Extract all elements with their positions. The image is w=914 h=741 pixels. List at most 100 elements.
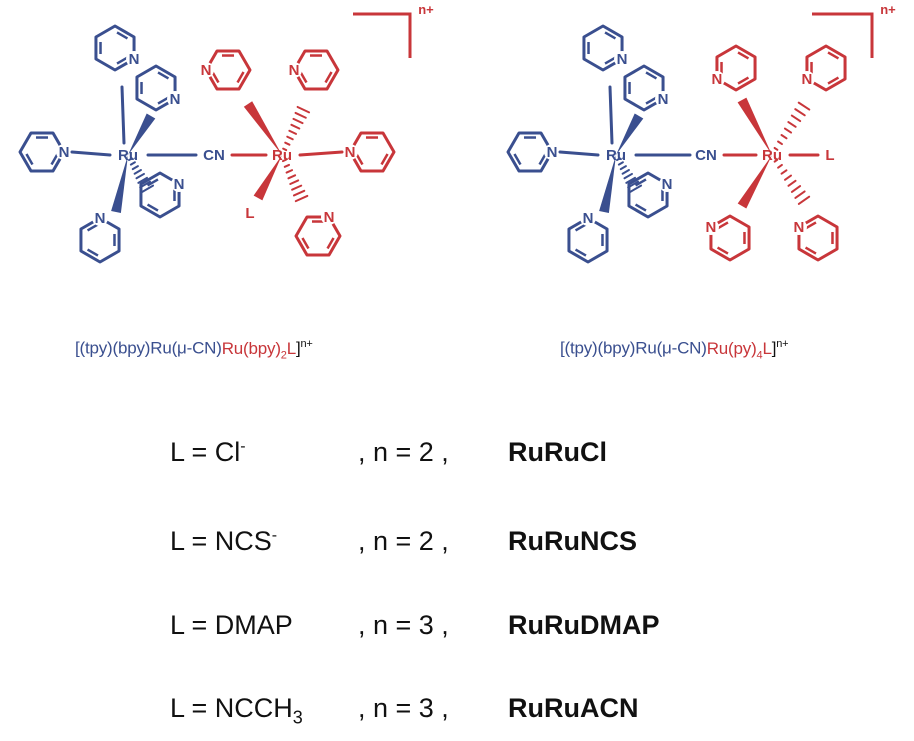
pyridine-ring: N [18, 131, 72, 173]
caption-bracket: ] [771, 338, 777, 358]
hash-line [619, 165, 627, 171]
nitrogen-mask [321, 208, 337, 225]
hash-line [616, 157, 621, 162]
nitrogen-mask [659, 176, 676, 192]
double-bond [645, 71, 658, 80]
hash-line [790, 185, 802, 193]
double-bond [146, 178, 159, 187]
charge-definition: , n = 3 , [358, 610, 449, 640]
ligand-l-label: L [825, 147, 834, 164]
charge-definition: , n = 2 , [358, 526, 449, 556]
double-bond [827, 76, 840, 85]
nitrogen-mask [614, 51, 631, 67]
double-bond [236, 71, 245, 84]
hash-line [773, 146, 779, 151]
nitrogen-label: N [712, 71, 723, 88]
pyridine-ring: N [702, 214, 751, 262]
hash-line [777, 163, 783, 169]
wedge-bond [111, 155, 128, 214]
ligand-definition: L = NCCH3 [170, 693, 303, 728]
hash-line [790, 114, 802, 123]
pyridine-ring: N [623, 64, 672, 112]
hash-line [289, 179, 300, 185]
n-ru-bond [70, 150, 112, 157]
nitrogen-label: N [289, 62, 300, 79]
wedge-bond [128, 113, 156, 155]
caption-blue-part: [(tpy)(bpy)Ru(μ-CN) [75, 338, 222, 358]
hashed-bond [616, 157, 643, 193]
hash-line [292, 117, 304, 125]
double-bond [634, 203, 647, 212]
nitrogen-label: N [706, 219, 717, 236]
ring-outline [506, 131, 554, 173]
nitrogen-label: N [324, 209, 335, 226]
nitrogen-mask [708, 71, 725, 87]
double-bond [86, 248, 99, 257]
nitrogen-label: N [201, 62, 212, 79]
double-bond [604, 31, 617, 40]
nitrogen-label: N [583, 210, 594, 227]
double-bond [827, 51, 840, 60]
ring-outline [715, 44, 757, 92]
nitrogen-label: N [547, 144, 558, 161]
compound-code: RuRuNCS [508, 526, 637, 556]
ruthenium-label: Ru [118, 147, 138, 164]
hash-line [281, 158, 287, 163]
double-bond [804, 246, 817, 255]
hash-line [283, 163, 291, 168]
double-bond [716, 246, 729, 255]
ligand-definition: L = NCS- [170, 526, 278, 556]
compound-code: RuRuCl [508, 437, 607, 467]
compound-code: RuRuDMAP [508, 610, 660, 640]
double-bond [513, 153, 522, 166]
nitrogen-label: N [802, 71, 813, 88]
pyridine-ring: N [790, 214, 839, 262]
pyridine-ring: N [139, 171, 188, 219]
double-bond [326, 237, 335, 250]
pyridine-ring: N [567, 210, 609, 264]
double-bond [538, 153, 547, 166]
nitrogen-label: N [95, 210, 106, 227]
hash-line [797, 101, 811, 111]
charge-definition: , n = 2 , [358, 437, 449, 467]
nitrogen-mask [798, 71, 815, 87]
nitrogen-label: N [658, 91, 669, 108]
pyridine-ring: N [94, 24, 143, 72]
ring-outline [805, 44, 847, 92]
double-bond [301, 237, 310, 250]
nitrogen-mask [544, 144, 560, 160]
right-complex-caption: [(tpy)(bpy)Ru(μ-CN)Ru(py)4L]n+ [560, 338, 789, 361]
hash-line [292, 189, 306, 197]
double-bond [574, 248, 587, 257]
hashed-bond [773, 158, 811, 205]
hash-line [780, 169, 788, 175]
double-bond [157, 96, 170, 105]
hash-line [290, 123, 301, 130]
nitrogen-mask [56, 144, 72, 160]
ring-outline [139, 171, 181, 219]
double-bond [574, 223, 587, 232]
hash-line [617, 161, 624, 166]
pyridine-ring: N [798, 44, 847, 92]
hash-line [783, 127, 793, 134]
hash-line [784, 174, 792, 181]
hashed-bond [281, 158, 309, 203]
nitrogen-label: N [662, 176, 673, 193]
pyridine-ring: N [294, 208, 342, 257]
nitrogen-label: N [794, 219, 805, 236]
hashed-bond [282, 105, 311, 152]
hash-line [141, 184, 155, 193]
nitrogen-mask [126, 51, 143, 67]
double-bond [211, 71, 220, 84]
hash-line [629, 184, 643, 193]
ring-outline [709, 214, 751, 262]
pyridine-ring: N [582, 24, 631, 72]
hash-line [777, 140, 783, 146]
ring-outline [623, 64, 665, 112]
nitrogen-mask [790, 219, 807, 235]
ruthenium-label: Ru [606, 147, 626, 164]
wedge-bond [616, 113, 644, 155]
hash-line [625, 176, 636, 184]
